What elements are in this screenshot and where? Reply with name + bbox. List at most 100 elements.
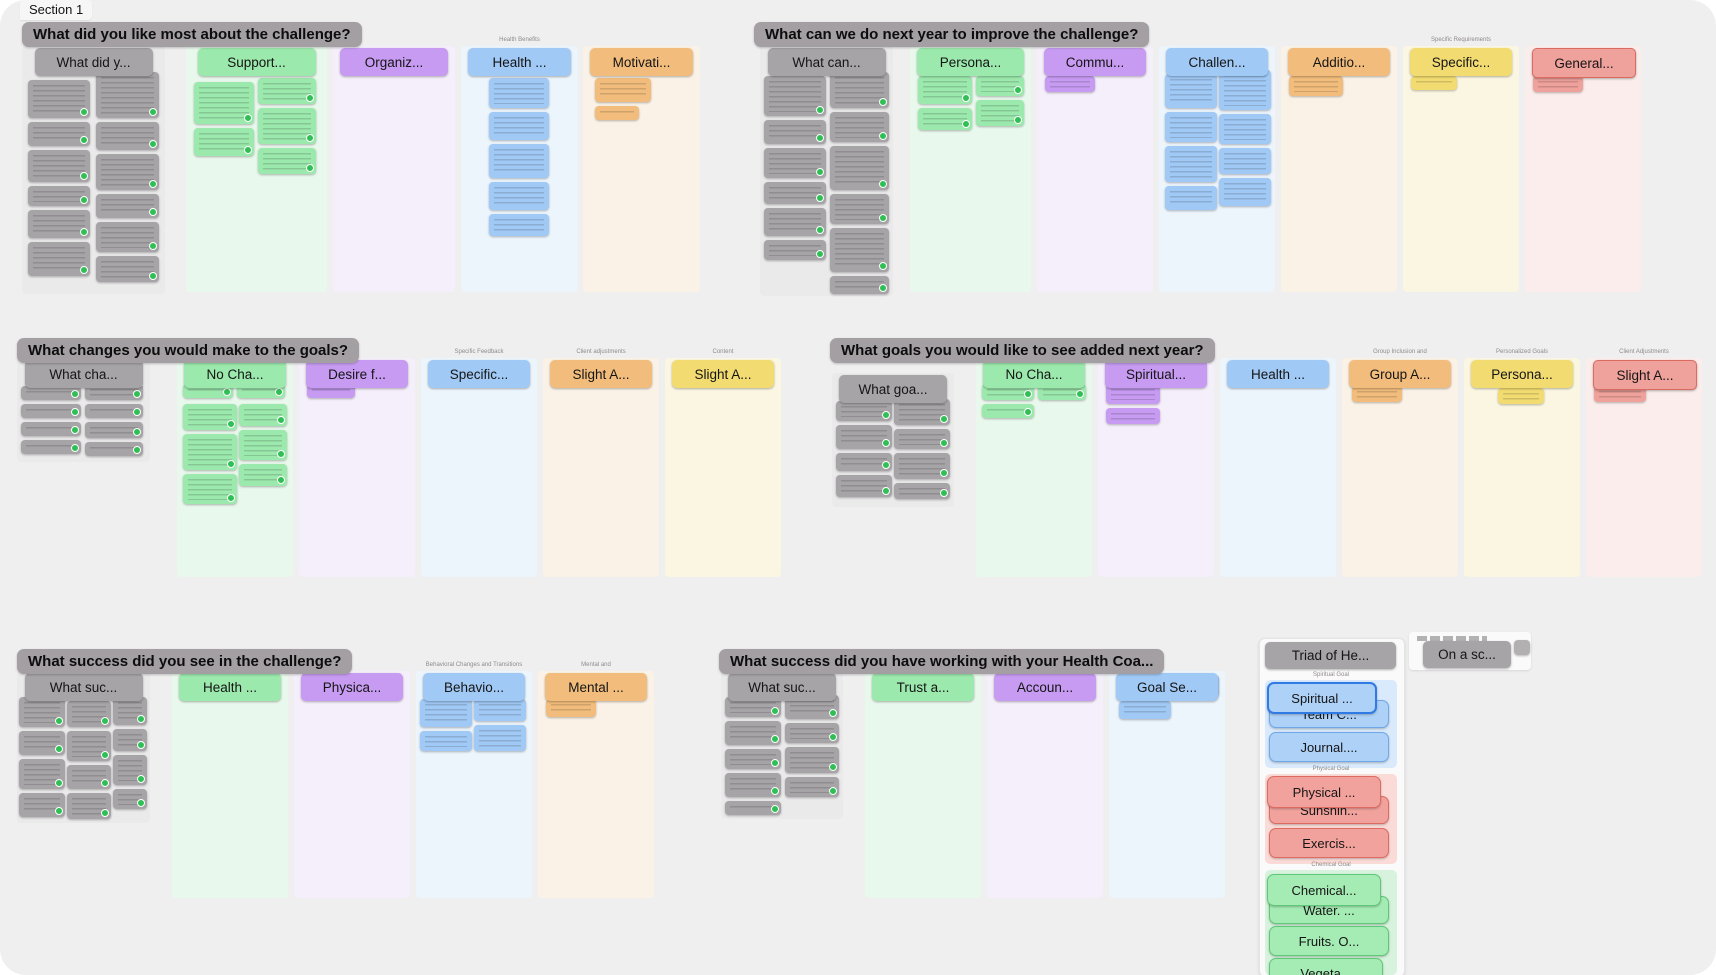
sticky-note[interactable] bbox=[982, 384, 1034, 400]
sticky-note[interactable] bbox=[489, 182, 549, 210]
sticky-note[interactable] bbox=[1119, 701, 1171, 719]
category-header-note[interactable]: What suc... bbox=[24, 673, 143, 701]
sticky-note[interactable] bbox=[836, 453, 892, 471]
sticky-note[interactable] bbox=[1165, 112, 1217, 142]
sticky-note[interactable] bbox=[595, 106, 639, 120]
sticky-note[interactable] bbox=[976, 100, 1024, 126]
sticky-note[interactable] bbox=[836, 425, 892, 449]
sticky-note[interactable] bbox=[19, 759, 65, 789]
sticky-note[interactable] bbox=[1165, 74, 1217, 108]
sticky-note[interactable] bbox=[894, 453, 950, 479]
sticky-note[interactable] bbox=[1498, 388, 1544, 404]
sticky-note[interactable] bbox=[1106, 408, 1160, 424]
sticky-note[interactable] bbox=[21, 404, 81, 418]
sticky-note[interactable] bbox=[239, 404, 287, 426]
sticky-note[interactable] bbox=[1165, 186, 1217, 210]
sticky-note[interactable] bbox=[258, 148, 316, 174]
category-header-note[interactable]: No Cha... bbox=[983, 360, 1085, 388]
category-header-note[interactable]: Motivati... bbox=[590, 48, 693, 76]
sticky-note[interactable] bbox=[258, 78, 316, 104]
category-header-note[interactable]: Organiz... bbox=[340, 48, 448, 76]
sticky-note[interactable] bbox=[194, 82, 254, 124]
triad-goal-note[interactable]: Physical ... bbox=[1267, 776, 1381, 808]
category-header-note[interactable]: Behavio... bbox=[423, 673, 525, 701]
sticky-note[interactable] bbox=[1106, 384, 1160, 404]
category-header-note[interactable]: Slight A... bbox=[550, 360, 652, 388]
sticky-note[interactable] bbox=[976, 76, 1024, 96]
category-header-note[interactable]: Goal Se... bbox=[1116, 673, 1218, 701]
sticky-note[interactable] bbox=[28, 242, 90, 276]
sticky-note[interactable] bbox=[67, 701, 111, 727]
sticky-note[interactable] bbox=[28, 80, 90, 118]
sticky-note[interactable] bbox=[239, 464, 287, 486]
sticky-note[interactable] bbox=[764, 76, 826, 116]
triad-goal-note[interactable]: Journal.... bbox=[1269, 732, 1389, 762]
category-column[interactable] bbox=[333, 46, 455, 292]
sticky-note[interactable] bbox=[420, 731, 472, 751]
sticky-note[interactable] bbox=[85, 384, 143, 400]
category-header-note[interactable]: Group A... bbox=[1349, 360, 1451, 388]
sticky-note[interactable] bbox=[96, 154, 159, 190]
sticky-note[interactable] bbox=[194, 128, 254, 156]
mini-collapsed-note[interactable] bbox=[1514, 640, 1530, 655]
sticky-note[interactable] bbox=[474, 725, 526, 751]
sticky-note[interactable] bbox=[1038, 384, 1086, 400]
sticky-note[interactable] bbox=[764, 208, 826, 236]
sticky-note[interactable] bbox=[894, 483, 950, 499]
category-column[interactable] bbox=[421, 358, 537, 577]
category-header-note[interactable]: Mental ... bbox=[545, 673, 647, 701]
sticky-note[interactable] bbox=[830, 72, 889, 108]
sticky-note[interactable] bbox=[764, 120, 826, 144]
sticky-note[interactable] bbox=[1219, 114, 1271, 144]
sticky-note[interactable] bbox=[21, 440, 81, 454]
category-header-note[interactable]: No Cha... bbox=[184, 360, 286, 388]
sticky-note[interactable] bbox=[830, 194, 889, 224]
sticky-note[interactable] bbox=[489, 214, 549, 236]
sticky-note[interactable] bbox=[830, 228, 889, 272]
category-header-note[interactable]: Additio... bbox=[1288, 48, 1390, 76]
sticky-note[interactable] bbox=[19, 793, 65, 817]
sticky-note[interactable] bbox=[830, 112, 889, 142]
sticky-note[interactable] bbox=[19, 697, 65, 727]
sticky-note[interactable] bbox=[113, 789, 147, 809]
category-header-note[interactable]: Health ... bbox=[1227, 360, 1329, 388]
sticky-note[interactable] bbox=[595, 78, 651, 102]
category-header-note[interactable]: Support... bbox=[197, 48, 316, 76]
category-header-note[interactable]: Specific... bbox=[1410, 48, 1512, 76]
sticky-note[interactable] bbox=[85, 442, 143, 456]
sticky-note[interactable] bbox=[489, 144, 549, 178]
sticky-note[interactable] bbox=[830, 276, 889, 294]
sticky-note[interactable] bbox=[96, 256, 159, 282]
cluster-title[interactable]: What goals you would like to see added n… bbox=[830, 338, 1215, 363]
sticky-note[interactable] bbox=[28, 150, 90, 182]
category-header-note[interactable]: Commu... bbox=[1044, 48, 1146, 76]
sticky-note[interactable] bbox=[67, 765, 111, 789]
sticky-note[interactable] bbox=[1411, 76, 1457, 90]
sticky-note[interactable] bbox=[725, 721, 781, 745]
sticky-note[interactable] bbox=[28, 210, 90, 238]
category-header-note[interactable]: What did y... bbox=[34, 48, 153, 76]
sticky-note[interactable] bbox=[85, 422, 143, 438]
sticky-note[interactable] bbox=[785, 777, 839, 797]
sticky-note[interactable] bbox=[113, 755, 147, 785]
category-header-note[interactable]: Persona... bbox=[917, 48, 1024, 76]
sticky-note[interactable] bbox=[830, 146, 889, 190]
cluster-title[interactable]: What changes you would make to the goals… bbox=[17, 338, 360, 363]
sticky-note[interactable] bbox=[258, 108, 316, 144]
sticky-note[interactable] bbox=[836, 475, 892, 497]
category-header-note[interactable]: What cha... bbox=[24, 360, 143, 388]
sticky-note[interactable] bbox=[764, 148, 826, 178]
category-header-note[interactable]: What can... bbox=[767, 48, 886, 76]
sticky-note[interactable] bbox=[420, 699, 472, 727]
cluster-title[interactable]: What success did you have working with y… bbox=[719, 649, 1165, 674]
triad-goal-note[interactable]: Chemical... bbox=[1267, 874, 1381, 906]
sticky-note[interactable] bbox=[183, 404, 237, 430]
sticky-note[interactable] bbox=[1594, 386, 1646, 402]
sticky-note[interactable] bbox=[96, 122, 159, 150]
sticky-note[interactable] bbox=[785, 747, 839, 773]
category-header-note[interactable]: Desire f... bbox=[306, 360, 408, 388]
category-column[interactable] bbox=[172, 671, 288, 898]
sticky-note[interactable] bbox=[836, 401, 892, 421]
sticky-note[interactable] bbox=[1533, 76, 1583, 92]
cluster-title[interactable]: What can we do next year to improve the … bbox=[754, 22, 1150, 47]
